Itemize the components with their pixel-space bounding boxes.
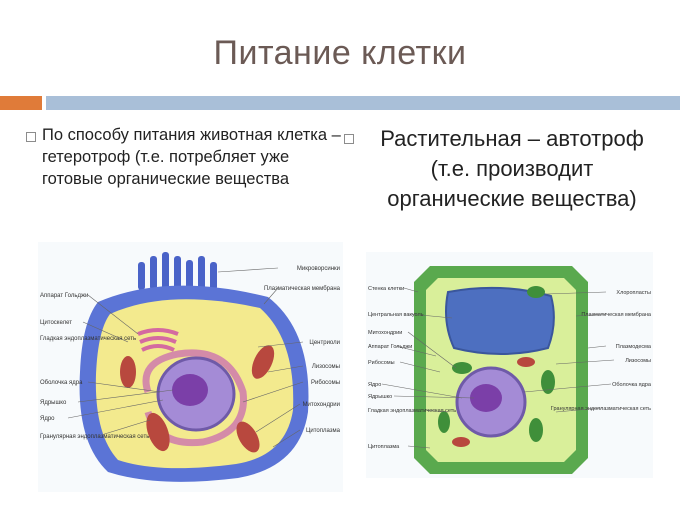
accent-bar-orange [0, 96, 42, 110]
label-plant-chloroplasts: Хлоропласты [616, 290, 651, 296]
label-plant-lysosomes: Лизосомы [625, 358, 651, 364]
label-plant-plasma-membrane: Плазматическая мембрана [581, 312, 652, 318]
label-plant-plasmodesmata: Плазмодесма [616, 344, 652, 350]
rough-er [142, 349, 247, 447]
label-plant-central-vacuole: Центральная вакуоль [368, 312, 424, 318]
plant-mitochondria [452, 357, 535, 447]
label-mitochondria: Митохондрии [303, 402, 340, 408]
label-cytoskeleton: Цитоскелет [40, 320, 72, 326]
label-microvilli: Микроворсинки [297, 266, 340, 272]
label-plant-nuclear-envelope: Оболочка ядра [612, 382, 652, 388]
label-plant-nucleolus: Ядрышко [368, 394, 392, 400]
plant-nutrition-text: Растительная – автотроф (т.е. производит… [380, 126, 644, 211]
label-rough-er: Гранулярная эндоплазматическая сеть [40, 434, 149, 440]
label-cytoplasm: Цитоплазма [306, 428, 341, 434]
bullet-square-icon [344, 134, 354, 144]
page-title: Питание клетки [213, 34, 467, 72]
label-plant-nucleus: Ядро [368, 382, 381, 388]
label-ribosomes: Рибосомы [311, 380, 340, 386]
bullet-square-icon [26, 132, 36, 142]
mitochondria [120, 345, 275, 453]
label-plant-cell-wall: Стенка клетки [368, 286, 404, 292]
nucleolus [172, 374, 208, 406]
central-vacuole [445, 286, 555, 355]
label-nucleolus: Ядрышко [40, 400, 67, 406]
golgi [137, 328, 179, 352]
plant-cell-diagram: Стенка клетки Центральная вакуоль Митохо… [366, 252, 653, 478]
plant-nucleolus [470, 384, 502, 412]
animal-nutrition-text: По способу питания животная клетка – гет… [42, 126, 341, 188]
label-plant-rough-er: Гранулярная эндоплазматическая сеть [551, 406, 651, 412]
label-nuclear-envelope: Оболочка ядра [40, 380, 83, 386]
label-plant-mitochondria: Митохондрии [368, 330, 402, 336]
label-centrioles: Центриоли [309, 340, 340, 346]
label-plant-ribosomes: Рибосомы [368, 360, 395, 366]
label-plant-cytoplasm: Цитоплазма [368, 444, 400, 450]
label-golgi: Аппарат Гольджи [40, 293, 88, 299]
label-lysosomes: Лизосомы [312, 364, 340, 370]
label-smooth-er: Гладкая эндоплазматическая сеть [40, 336, 136, 342]
accent-bar-blue [46, 96, 680, 110]
label-nucleus: Ядро [40, 416, 55, 422]
label-plasma-membrane: Плазматическая мембрана [264, 286, 341, 292]
chloroplasts [438, 286, 555, 442]
animal-cell-diagram: Аппарат Гольджи Цитоскелет Гладкая эндоп… [38, 242, 343, 492]
microvilli [138, 252, 217, 290]
label-plant-golgi: Аппарат Гольджи [368, 344, 412, 350]
label-plant-smooth-er: Гладкая эндоплазматическая сеть [368, 408, 456, 414]
